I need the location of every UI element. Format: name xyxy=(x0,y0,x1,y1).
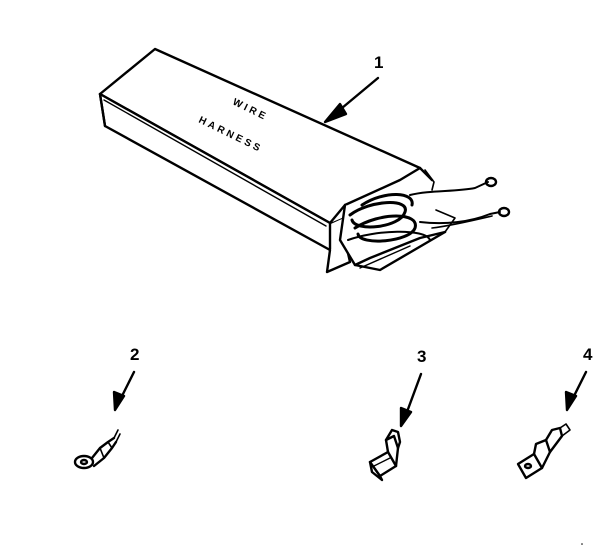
arrowhead-icon xyxy=(564,390,578,412)
callout-number-3: 3 xyxy=(417,347,426,366)
scan-speck xyxy=(581,543,583,545)
wire-end-connector-icon xyxy=(484,176,498,188)
wire-end-connector-icon xyxy=(497,206,511,218)
arrowhead-icon xyxy=(399,406,413,428)
spade-terminal-alt xyxy=(516,423,571,480)
callout-number-1: 1 xyxy=(374,53,383,72)
ring-terminal xyxy=(73,429,121,470)
callout-2: 2 xyxy=(112,345,139,412)
spade-terminal xyxy=(368,428,402,482)
arrowhead-icon xyxy=(112,390,126,412)
callout-4: 4 xyxy=(564,345,593,412)
callout-1: 1 xyxy=(323,53,383,124)
callout-3: 3 xyxy=(399,347,426,428)
callout-number-4: 4 xyxy=(583,345,593,364)
callout-number-2: 2 xyxy=(130,345,139,364)
arrowhead-icon xyxy=(323,102,348,124)
wire-harness-box: WIRE HARNESS xyxy=(98,47,511,274)
